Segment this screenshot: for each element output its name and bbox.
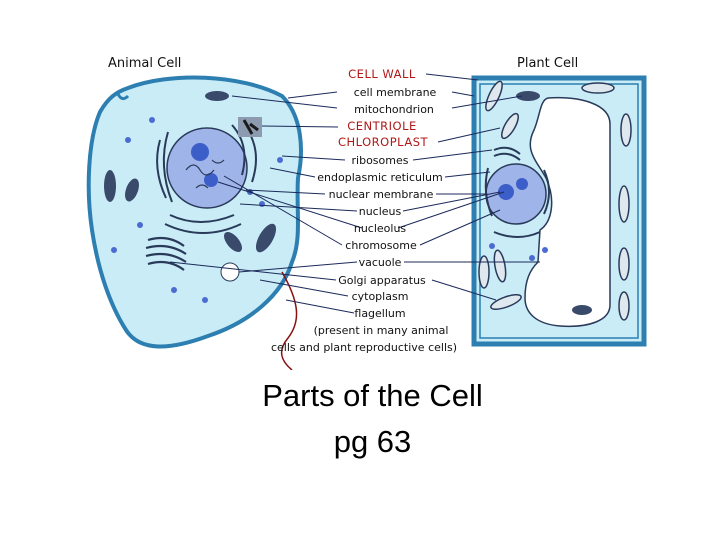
plant-vacuole (524, 96, 611, 328)
label-ribosomes: ribosomes (351, 154, 409, 167)
label-flagellum-note-2: cells and plant reproductive cells) (270, 341, 458, 354)
cell-diagram: Animal Cell Plant Cell CELL WALL cell me… (86, 56, 647, 371)
animal-centriole-area (238, 117, 262, 137)
plant-chloroplasts (478, 80, 632, 321)
label-golgi-apparatus: Golgi apparatus (338, 274, 426, 287)
animal-golgi-apparatus (145, 236, 187, 271)
plant-nuclear-membrane (485, 163, 547, 225)
animal-mitochondrion (255, 223, 277, 253)
animal-ribosomes (111, 117, 283, 303)
plant-ribosomes (489, 243, 548, 261)
animal-mitochondrion (205, 91, 229, 101)
plant-mitochondrion (516, 91, 540, 101)
animal-mitochondrion (224, 232, 242, 252)
animal-cell-title: Animal Cell (108, 56, 182, 71)
leader-lines (169, 73, 540, 314)
label-nucleus: nucleus (358, 205, 402, 218)
plant-mitochondrion (572, 305, 592, 315)
animal-vacuole (220, 262, 240, 282)
label-chromosome: chromosome (345, 239, 417, 252)
caption-title: Parts of the Cell (262, 378, 483, 413)
label-flagellum: flagellum (354, 307, 406, 320)
label-nucleolus: nucleolus (353, 222, 407, 235)
animal-flagellum (280, 271, 298, 371)
plant-cell-membrane (479, 83, 639, 339)
label-cytoplasm: cytoplasm (351, 290, 409, 303)
animal-nucleolus-2 (204, 173, 218, 187)
animal-nucleolus (191, 143, 209, 161)
animal-chromosome (185, 159, 225, 189)
label-cell-membrane: cell membrane (353, 86, 437, 99)
label-centriole: CENTRIOLE (347, 119, 417, 133)
animal-endoplasmic-reticulum (156, 119, 257, 234)
plant-nucleolus (498, 184, 514, 200)
label-vacuole: vacuole (358, 256, 402, 269)
label-chloroplast: CHLOROPLAST (337, 135, 429, 149)
cell-diagram-art (86, 73, 647, 371)
label-nuclear-membrane: nuclear membrane (328, 188, 434, 201)
plant-golgi-apparatus (493, 146, 521, 161)
label-endoplasmic-reticulum: endoplasmic reticulum (317, 171, 443, 184)
animal-mitochondrion (125, 178, 139, 202)
animal-nuclear-membrane (166, 127, 248, 209)
label-mitochondrion: mitochondrion (354, 103, 434, 116)
animal-membrane-pore (116, 93, 130, 101)
plant-cell (471, 75, 647, 347)
plant-cell-title: Plant Cell (517, 56, 579, 71)
caption-page: pg 63 (333, 424, 412, 459)
animal-centriole (242, 119, 259, 135)
plant-nucleolus-2 (516, 178, 528, 190)
label-flagellum-note-1: (present in many animal (313, 324, 449, 337)
animal-cell (86, 75, 303, 371)
animal-mitochondrion (104, 170, 116, 202)
label-cell-wall: CELL WALL (348, 67, 416, 81)
animal-cell-membrane (86, 75, 303, 349)
